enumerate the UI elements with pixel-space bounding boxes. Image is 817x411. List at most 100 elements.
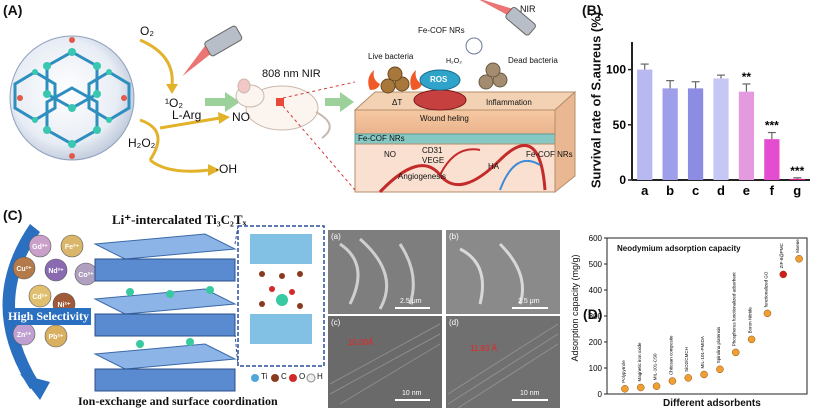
- legend-h: H: [317, 372, 323, 381]
- mxene-layers: [93, 233, 237, 392]
- micrograph-a-scale: 2.5 μm: [400, 298, 422, 305]
- label-oh: ·OH: [215, 162, 237, 176]
- high-selectivity-label: High Selectivity: [6, 308, 91, 325]
- d-y-tick-label: 200: [589, 338, 603, 347]
- micrograph-c-note: 10.00Å: [348, 338, 374, 347]
- adsorbent-point: [668, 377, 677, 385]
- ros-cloud: [419, 69, 461, 91]
- panel-a-label: (A): [3, 2, 23, 18]
- panel-c-label: (C): [3, 207, 23, 223]
- adsorbent-label: Phosphorus functionalized adsorbent: [732, 272, 737, 347]
- adsorbent-label: Mxene: [795, 239, 800, 253]
- flow-arrow-2: [325, 92, 354, 112]
- adsorbent-point: [716, 365, 724, 374]
- label-delta-t: ΔT: [392, 98, 403, 107]
- adsorbent-point: [621, 385, 629, 393]
- bar-d: [713, 78, 729, 180]
- panel-a-illustration: [9, 0, 577, 194]
- adsorbent-label: Spirulina platensis: [716, 326, 721, 363]
- panel-c-illustration: Gd³⁺Fe³⁺Cu²⁺Nd³⁺Co²⁺Cd²⁺Ni²⁺Zn²⁺Pb²⁺: [2, 224, 560, 409]
- label-o2: O₂: [140, 24, 154, 38]
- panel-d-label: (D): [583, 306, 603, 322]
- label-808nm-nir: 808 nm NIR: [262, 68, 321, 80]
- selectivity-arc: [2, 224, 40, 389]
- panel-a: (A) O₂ ¹O₂ L-Arg H₂O₂ NO ·OH 808 nm NIR …: [0, 0, 577, 196]
- adsorbent-label: Boron Nitride: [748, 307, 753, 334]
- arrow-larg: [139, 118, 160, 161]
- significance-g: ***: [790, 164, 804, 178]
- label-h2o2: H₂O₂: [128, 136, 156, 150]
- bar-c: [687, 88, 704, 180]
- ion-label: Fe³⁺: [65, 244, 80, 251]
- label-h2o2-small: H₂O₂: [446, 58, 462, 65]
- bar-e: [738, 91, 755, 180]
- cof-nodes: [32, 48, 112, 148]
- ion-label: Pb²⁺: [49, 334, 64, 341]
- flame-icon: [410, 70, 422, 90]
- cof-sphere: [9, 35, 135, 161]
- d-y-axis-label: Adsorption capacity (mg/g): [570, 254, 580, 362]
- micrograph-b-scale: 2.5 μm: [518, 298, 540, 305]
- significance-e: **: [742, 70, 752, 84]
- micrograph-d-scale: 10 nm: [520, 390, 540, 397]
- micrograph-d-tag: (d): [449, 318, 459, 327]
- adsorbent-label: MIL-101-PMIDA: [700, 336, 705, 368]
- micrograph-d-note: 11.83 Å: [470, 344, 497, 353]
- panel-c: Gd³⁺Fe³⁺Cu²⁺Nd³⁺Co²⁺Cd²⁺Ni²⁺Zn²⁺Pb²⁺: [0, 204, 560, 411]
- label-angiogenesis: Angiogenesis: [398, 172, 447, 181]
- b-x-tick-label: a: [641, 183, 649, 198]
- ion-sphere: [60, 234, 84, 258]
- micrograph-c-scale: 10 nm: [402, 390, 422, 397]
- ion-label: Cu²⁺: [16, 266, 32, 273]
- d-x-axis-label: Different adsorbents: [663, 398, 761, 409]
- d-y-tick-label: 0: [598, 390, 603, 399]
- d-y-tick-label: 400: [589, 286, 603, 295]
- adsorbent-label: Chitosan composite: [668, 335, 673, 375]
- label-singlet-o2: ¹O₂: [165, 96, 183, 110]
- cof-fe-dots: [17, 37, 127, 159]
- adsorbent-label: functionalized GO: [763, 271, 768, 307]
- legend-c: C: [281, 372, 287, 381]
- b-x-tick-label: g: [793, 183, 801, 198]
- flame-icon: [368, 70, 380, 90]
- ion-label: Gd³⁺: [32, 244, 48, 251]
- adsorbent-point: [732, 348, 740, 357]
- micrograph-c-tag: (c): [331, 318, 341, 327]
- b-y-tick-label: 0: [619, 173, 626, 187]
- adsorbent-label: MIL-101-CS0: [653, 353, 658, 380]
- d-y-tick-label: 100: [589, 364, 603, 373]
- micrograph-b-tag: (b): [449, 232, 459, 241]
- micrograph-a-tag: (a): [331, 232, 341, 241]
- ion-label: Zn²⁺: [17, 332, 32, 339]
- label-ha: HA: [488, 162, 500, 171]
- adsorbent-point: [637, 383, 645, 392]
- label-no: NO: [232, 110, 250, 124]
- label-vege: VEGE: [422, 156, 445, 165]
- label-ros: ROS: [430, 75, 448, 84]
- label-nir: NIR: [520, 4, 536, 14]
- b-y-tick-label: 50: [613, 118, 627, 132]
- fe-cof-nr-particle: [465, 37, 483, 55]
- mouse-illustration: [235, 78, 331, 139]
- adsorbent-point: [652, 382, 661, 390]
- ion-label: Nd³⁺: [48, 268, 64, 275]
- b-x-tick-label: f: [770, 183, 775, 198]
- d-y-tick-label: 300: [589, 312, 603, 321]
- adsorbent-point: [684, 374, 692, 382]
- adsorbent-label: SiO2/CMCH: [684, 347, 689, 372]
- d-y-tick-label: 500: [589, 260, 603, 269]
- live-bacteria-cluster: [380, 66, 410, 94]
- b-x-tick-label: e: [743, 183, 750, 198]
- dead-bacteria-cluster: [478, 62, 508, 90]
- laser-device: [182, 25, 243, 77]
- nir-laser-device: [475, 0, 536, 36]
- b-x-tick-label: c: [692, 183, 699, 198]
- b-x-tick-label: d: [717, 183, 725, 198]
- label-l-arg: L-Arg: [172, 108, 202, 122]
- bar-a: [637, 69, 653, 180]
- crystal-atoms: [250, 234, 312, 344]
- skin-tissue: [353, 89, 577, 194]
